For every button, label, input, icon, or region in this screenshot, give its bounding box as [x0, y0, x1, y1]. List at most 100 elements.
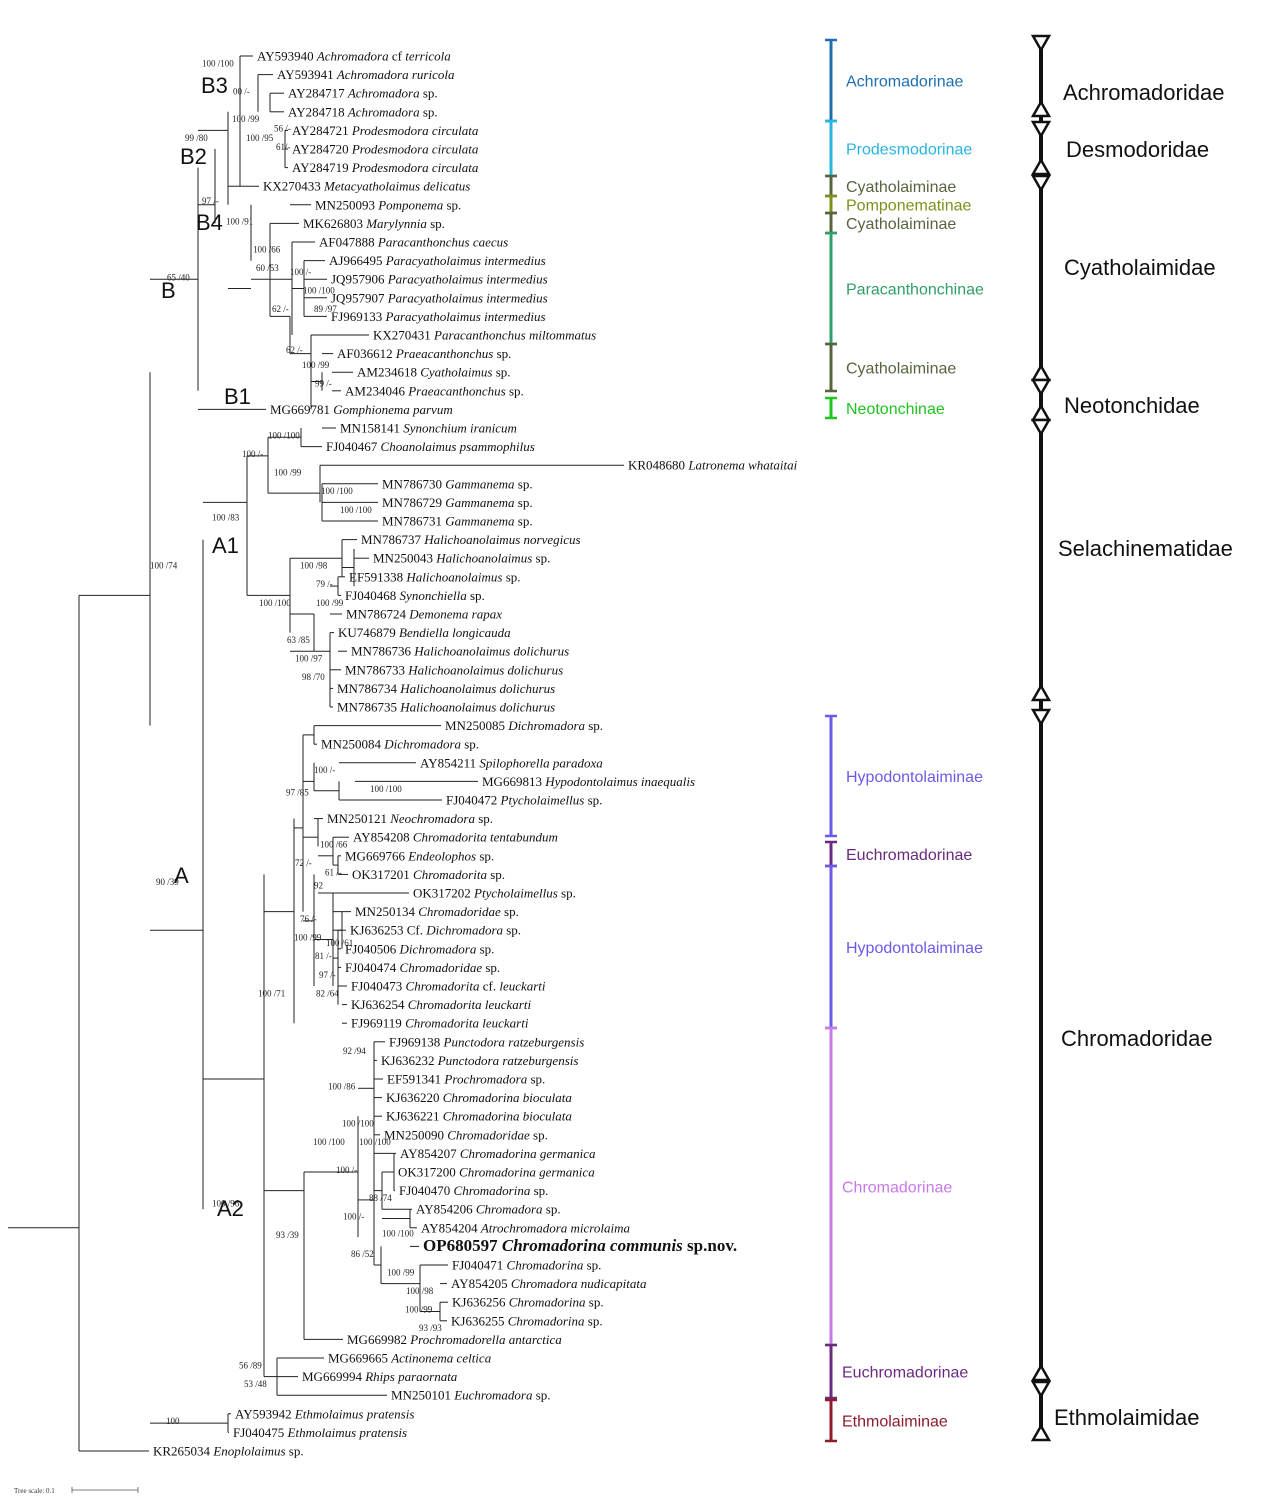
- tip-label: FJ969119 Chromadorita leuckarti: [351, 1016, 529, 1031]
- tip-acc: MN250085: [445, 718, 508, 733]
- support-value: 92: [314, 881, 323, 891]
- tip-species: bioculata: [523, 1090, 573, 1105]
- tip-tail: sp.: [589, 1295, 604, 1310]
- subfamily-label: Chromadorinae: [842, 1180, 952, 1197]
- tip-acc: KJ636232: [381, 1053, 438, 1068]
- tip-genus: Prodesmodora: [351, 123, 432, 138]
- tip-label: AY593941 Achromadora ruricola: [277, 67, 455, 82]
- tip-tail: sp.: [506, 569, 521, 584]
- family-segment: Achromadoridae: [1030, 34, 1224, 118]
- tip-acc: AY284717: [288, 86, 348, 101]
- tip-tail: sp.nov.: [687, 1236, 737, 1255]
- tip-genus: Spilophorella: [479, 755, 553, 770]
- tip-label: FJ040474 Chromadoridae sp.: [345, 960, 500, 975]
- down-triangle-icon: [1030, 708, 1052, 727]
- tip-acc: KR265034: [153, 1444, 213, 1459]
- tip-genus: Choanolaimus: [381, 439, 460, 454]
- up-triangle-icon: [1030, 683, 1052, 702]
- tip-genus: Chromadora: [476, 1202, 546, 1217]
- tip-label: MN786733 Halichoanolaimus dolichurus: [345, 662, 563, 677]
- tip-acc: OK317202: [413, 886, 474, 901]
- support-value: 100 /99: [302, 360, 330, 370]
- tip-genus: Endeolophos: [407, 848, 479, 863]
- tip-species: tentabundum: [490, 830, 558, 845]
- tip-tail: sp.: [470, 588, 485, 603]
- family-segment: Cyatholaimidae: [1030, 174, 1216, 382]
- tip-genus: Paracanthonchus: [377, 235, 473, 250]
- tip-label: AY284720 Prodesmodora circulata: [292, 142, 479, 157]
- tip-species: whataitai: [748, 458, 798, 473]
- tip-acc: MN250084: [321, 737, 384, 752]
- tip-species: caecus: [473, 235, 508, 250]
- tip-genus: Praeacanthonchus: [407, 383, 509, 398]
- tip-species: paraornata: [397, 1369, 458, 1384]
- tip-tail: sp.: [496, 365, 511, 380]
- support-value: 100 /-: [290, 267, 311, 277]
- tip-label: AJ966495 Paracyatholaimus intermedius: [329, 253, 546, 268]
- tip-tail: sp.: [530, 1072, 545, 1087]
- tip-label: FJ969133 Paracyatholaimus intermedius: [331, 309, 546, 324]
- up-triangle-icon: [1030, 157, 1052, 176]
- tip-species: antarctica: [509, 1332, 562, 1347]
- subfamily-label: Euchromadorinae: [842, 1365, 968, 1382]
- tip-genus: Hypodontolaimus: [544, 774, 641, 789]
- tip-genus: Gammanema: [445, 495, 518, 510]
- tree-branches: [8, 55, 624, 1452]
- tip-acc: MN250101: [391, 1388, 454, 1403]
- tip-genus: Chromadorina: [443, 1090, 523, 1105]
- tip-label: AF036612 Praeacanthonchus sp.: [337, 346, 511, 361]
- tip-genus: Neochromadora: [389, 811, 478, 826]
- tip-genus: Chromadorina: [507, 1258, 587, 1273]
- tip-label: MN786731 Gammanema sp.: [382, 514, 533, 529]
- tip-acc: MN786734: [337, 681, 400, 696]
- tip-tail: sp.: [497, 346, 512, 361]
- tip-acc: JQ957907: [331, 290, 388, 305]
- tip-genus: Halichoanolaimus: [435, 551, 535, 566]
- tip-genus: Dichromadora: [425, 923, 506, 938]
- tip-label: AM234046 Praeacanthonchus sp.: [345, 383, 524, 398]
- tip-label: MN250101 Euchromadora sp.: [391, 1388, 551, 1403]
- support-value: 90 /39: [156, 877, 179, 887]
- support-value: 100 /99: [274, 468, 302, 478]
- up-triangle-icon: [1030, 363, 1052, 382]
- family-segment: Selachinematidae: [1030, 418, 1233, 702]
- subfamily-bar: Cyatholaiminae: [825, 342, 956, 393]
- tip-acc: FJ969133: [331, 309, 386, 324]
- tip-label: MN250134 Chromadoridae sp.: [355, 904, 519, 919]
- tip-acc: AJ966495: [329, 253, 386, 268]
- tip-species: pratensis: [358, 1425, 407, 1440]
- tip-acc: MN250093: [315, 197, 378, 212]
- tip-acc: KJ636253: [350, 923, 407, 938]
- subfamily-label: Hypodontolaiminae: [846, 769, 983, 786]
- support-value: 98 /70: [302, 672, 325, 682]
- tip-tail: sp.: [479, 848, 494, 863]
- tip-acc: AY284719: [292, 160, 352, 175]
- tip-genus: Rhips: [364, 1369, 398, 1384]
- tip-label: OK317200 Chromadorina germanica: [398, 1165, 595, 1180]
- support-value: 100 /95: [246, 133, 274, 143]
- tip-label: MN786729 Gammanema sp.: [382, 495, 533, 510]
- tip-acc: FJ040473: [351, 979, 406, 994]
- support-value: 100 /91: [226, 217, 253, 227]
- tip-tail: sp.: [534, 1183, 549, 1198]
- family-segment: Desmodoridae: [1030, 120, 1209, 176]
- support-value: 65 /40: [167, 272, 190, 282]
- support-value: 100 /100: [268, 430, 300, 440]
- tip-genus: Halichoanolaimus: [413, 644, 513, 659]
- tip-tail: sp.: [289, 1444, 304, 1459]
- support-value: 89 /97: [314, 304, 337, 314]
- tip-genus: Paracyatholaimus: [385, 253, 485, 268]
- tip-species: intermedius: [484, 253, 545, 268]
- tip-tail: sp.: [518, 514, 533, 529]
- tip-genus: Halichoanolaimus: [423, 532, 523, 547]
- tip-label: FJ040471 Chromadorina sp.: [452, 1258, 601, 1273]
- tip-label: FJ040467 Choanolaimus psammophilus: [326, 439, 535, 454]
- tip-acc: MN786736: [351, 644, 414, 659]
- tip-acc: KJ636221: [386, 1109, 443, 1124]
- tip-acc: FJ040468: [345, 588, 400, 603]
- tip-label: MG669994 Rhips paraornata: [302, 1369, 458, 1384]
- tip-tail: sp.: [490, 867, 505, 882]
- support-value: 100 /99: [232, 114, 260, 124]
- tip-acc: FJ040471: [452, 1258, 507, 1273]
